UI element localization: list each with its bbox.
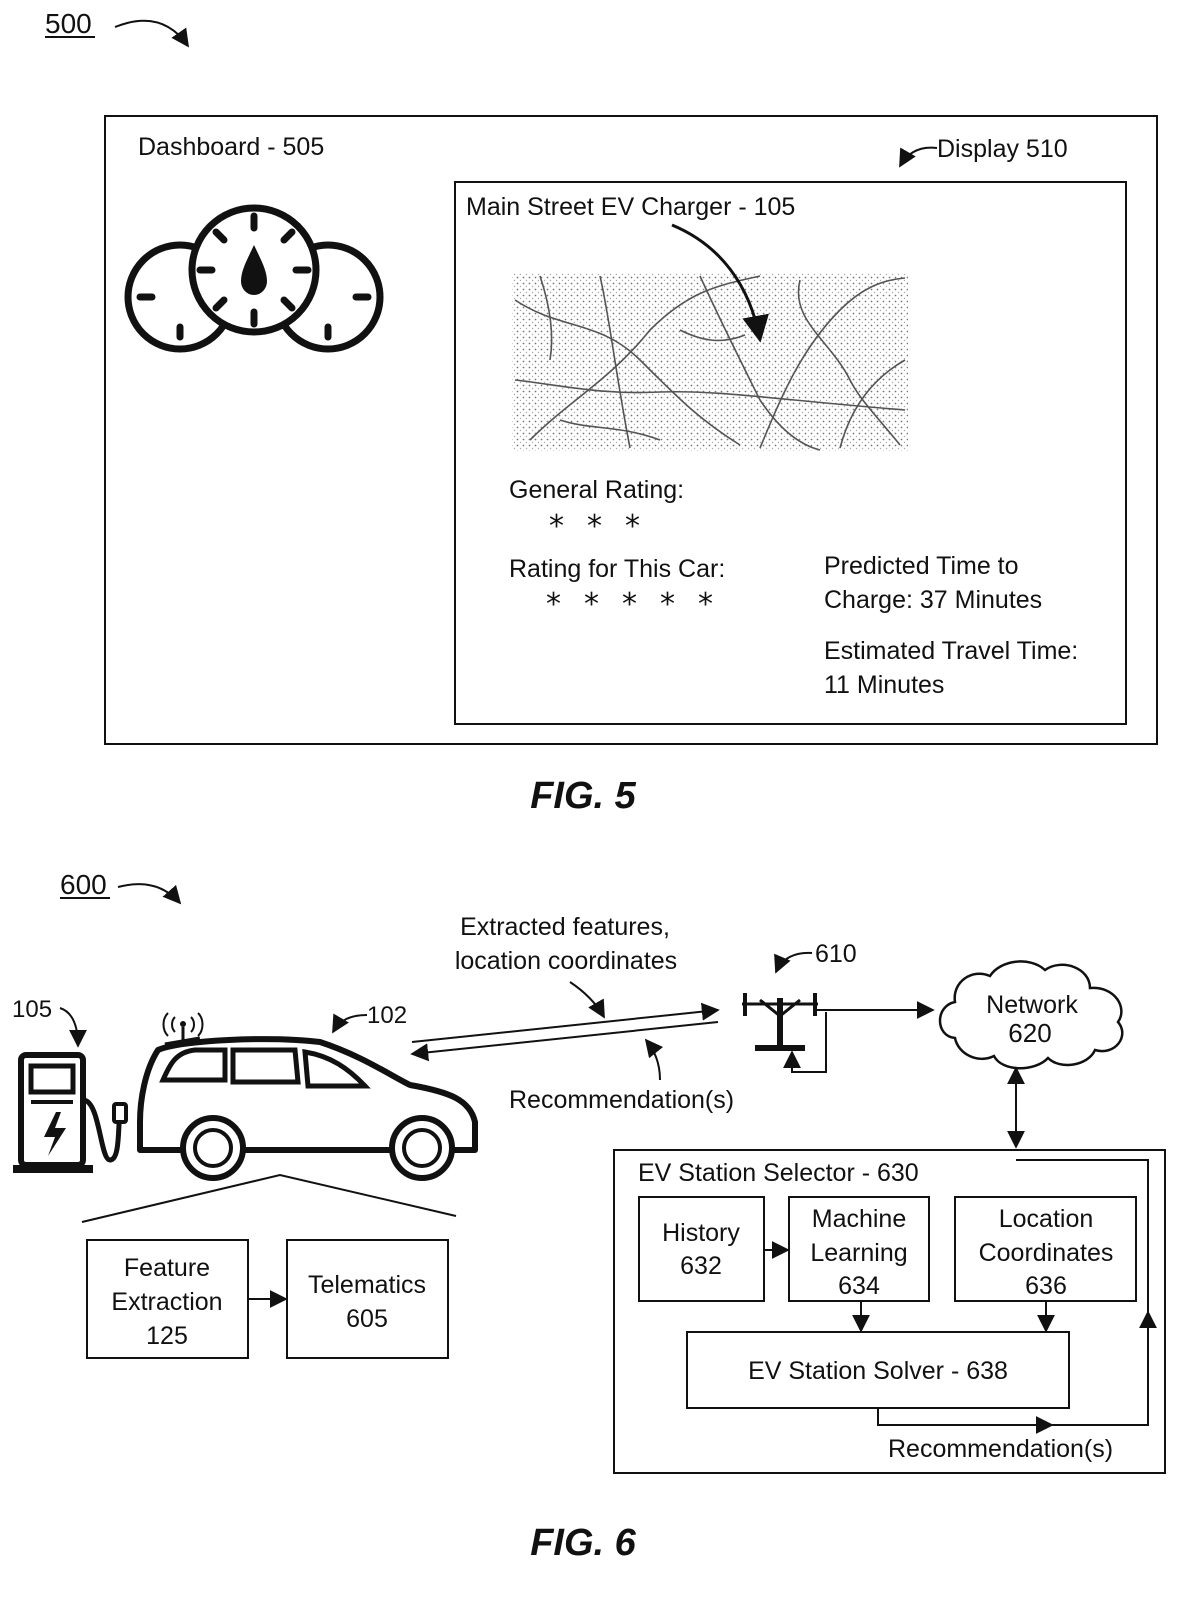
car-rating-label: Rating for This Car:: [509, 555, 725, 583]
expansion-lines: [81, 1173, 457, 1223]
travel-time-line2: 11 Minutes: [824, 671, 944, 699]
display-frame: [454, 181, 1127, 725]
car-rating-stars: * * * * *: [546, 587, 713, 622]
rating-star: *: [625, 509, 640, 544]
rating-star: *: [549, 509, 564, 544]
recommendation-pointer: [644, 1038, 664, 1081]
telematics-box: [286, 1239, 449, 1359]
telematics-ref: 605: [346, 1305, 388, 1333]
recommendation-return-arrow: [1052, 1310, 1157, 1426]
rating-star: *: [546, 587, 561, 622]
uplink-arrow: [411, 1002, 720, 1043]
history-label: History: [662, 1219, 740, 1247]
charging-station-icon: [13, 1052, 128, 1173]
display-label: Display 510: [937, 135, 1068, 163]
dashboard-gauges-icon: [124, 204, 384, 353]
rating-star: *: [587, 509, 602, 544]
dashboard-label: Dashboard - 505: [138, 133, 324, 161]
charger-ref-arrow: [59, 1007, 87, 1048]
history-ref: 632: [680, 1252, 722, 1280]
network-ref: 620: [1008, 1018, 1051, 1048]
general-rating-stars: * * *: [549, 509, 640, 544]
feature-extraction-label-2: Extraction: [111, 1288, 222, 1316]
tower-ref: 610: [815, 940, 857, 968]
ref-arrow: [114, 19, 190, 48]
predicted-time-line1: Predicted Time to: [824, 552, 1019, 580]
predicted-time-line2: Charge: 37 Minutes: [824, 586, 1042, 614]
location-coordinates-label-1: Location: [999, 1205, 1094, 1233]
extracted-features-pointer: [569, 981, 605, 1019]
ref-arrow: [117, 883, 182, 905]
extracted-features-label-1: Extracted features,: [460, 913, 670, 941]
fig5-ref-number: 500: [45, 8, 92, 39]
machine-learning-box: [788, 1196, 930, 1302]
fig6: 600 105: [12, 869, 1166, 1564]
downlink-arrow: [410, 1021, 719, 1062]
rating-star: *: [698, 587, 713, 622]
rating-star: *: [660, 587, 675, 622]
network-to-tower-arrow: [783, 1012, 827, 1073]
charger-ref: 105: [12, 996, 52, 1023]
charger-location-arrow: [671, 223, 769, 343]
ev-station-solver-label: EV Station Solver - 638: [748, 1357, 1008, 1385]
vehicle-ref: 102: [367, 1002, 407, 1029]
machine-learning-ref: 634: [838, 1272, 880, 1300]
tower-ref-arrow: [774, 951, 813, 974]
feature-extraction-label-1: Feature: [124, 1254, 210, 1282]
rating-star: *: [584, 587, 599, 622]
rating-star: *: [622, 587, 637, 622]
charger-title: Main Street EV Charger - 105: [466, 193, 795, 221]
machine-learning-label-1: Machine: [812, 1205, 907, 1233]
machine-learning-label-2: Learning: [810, 1239, 907, 1267]
recommendation-label-top: Recommendation(s): [509, 1086, 734, 1114]
feature-extraction-ref: 125: [146, 1322, 188, 1350]
map-image: [512, 273, 908, 451]
fuel-drop-icon: [241, 245, 267, 295]
vehicle-ref-arrow: [332, 1013, 368, 1034]
recommendation-to-network-line: [1016, 1159, 1149, 1312]
fig5-caption: FIG. 5: [530, 775, 636, 817]
dashboard-frame: [104, 115, 1158, 745]
extracted-features-label-2: location coordinates: [455, 947, 677, 975]
location-coordinates-label-2: Coordinates: [979, 1239, 1114, 1267]
display-arrow: [899, 146, 938, 168]
history-box: [638, 1196, 765, 1302]
fig6-ref-number: 600: [60, 869, 107, 900]
recommendation-label-bottom: Recommendation(s): [888, 1435, 1113, 1463]
telematics-label: Telematics: [308, 1271, 426, 1299]
network-label: Network: [986, 991, 1078, 1019]
ev-station-selector-box: [613, 1149, 1166, 1474]
general-rating-label: General Rating:: [509, 476, 684, 504]
solver-output-arrow: [877, 1408, 1054, 1434]
car-icon: [137, 1036, 478, 1181]
location-coordinates-ref: 636: [1025, 1272, 1067, 1300]
ev-station-selector-label: EV Station Selector - 630: [638, 1159, 919, 1187]
cell-tower-icon: [742, 993, 818, 1051]
fig5: 500 Dashboard - 505 Display 510: [45, 8, 1158, 817]
travel-time-line1: Estimated Travel Time:: [824, 637, 1078, 665]
fig6-caption: FIG. 6: [530, 1522, 636, 1564]
antenna-icon: [162, 1012, 204, 1040]
